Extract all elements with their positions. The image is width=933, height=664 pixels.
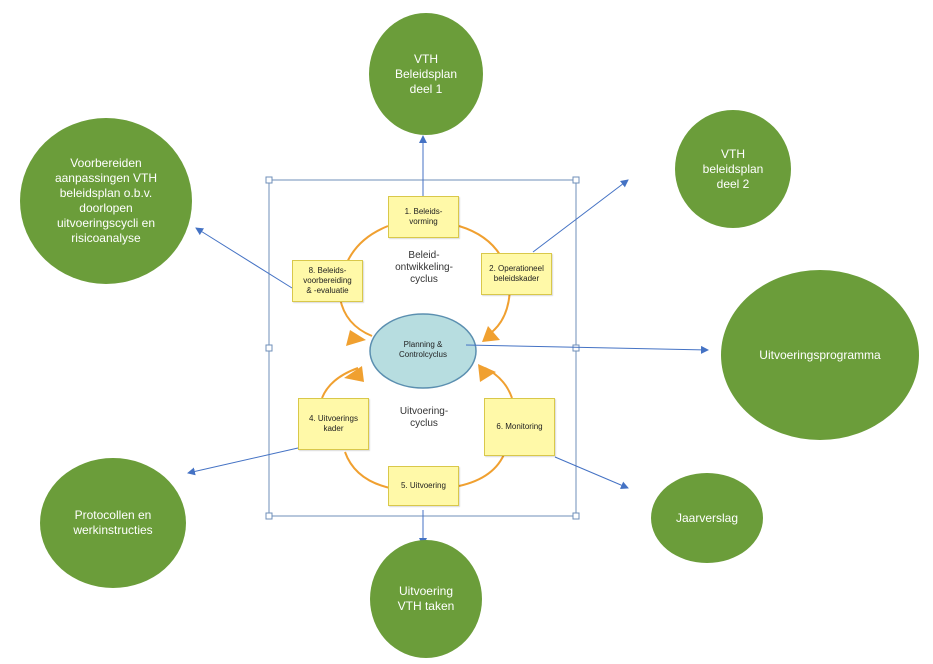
upper-cycle-label: Beleid- ontwikkeling- cyclus xyxy=(395,250,453,285)
cycle-arrowhead-ul xyxy=(346,330,366,346)
output-uitvoeringsprogramma: Uitvoeringsprogramma xyxy=(721,270,919,440)
arrow-to-right xyxy=(465,344,709,354)
planning-control-ellipse xyxy=(369,313,477,389)
output-vth-beleidsplan-deel-1: VTH Beleidsplan deel 1 xyxy=(369,13,483,135)
step-beleidsvorming: 1. Beleids- vorming xyxy=(388,196,459,238)
arrow-to-top-left xyxy=(195,227,293,289)
step-uitvoeringskader: 4. Uitvoerings kader xyxy=(298,398,369,450)
output-voorbereiden-aanpassingen: Voorbereiden aanpassingen VTH beleidspla… xyxy=(20,118,192,284)
frame-handle-r xyxy=(572,344,580,352)
output-uitvoering-vth-taken: Uitvoering VTH taken xyxy=(370,540,482,658)
lower-cycle-arc-right xyxy=(458,451,506,487)
cycle-arrowhead-ur xyxy=(482,326,500,342)
cycle-arrowhead-lr xyxy=(478,364,496,382)
lower-cycle-arc-left xyxy=(344,451,391,489)
frame-handle-l xyxy=(265,344,273,352)
frame-handle-tr xyxy=(572,176,580,184)
arrow-to-top-right xyxy=(532,179,629,253)
step-uitvoering: 5. Uitvoering xyxy=(388,466,459,506)
output-protocollen-werkinstructies: Protocollen en werkinstructies xyxy=(40,458,186,588)
cycle-arrowhead-ll xyxy=(344,366,364,382)
lower-cycle-label: Uitvoering- cyclus xyxy=(399,406,449,429)
frame-handle-bl xyxy=(265,512,273,520)
step-operationeel-beleidskader: 2. Operationeel beleidskader xyxy=(481,253,552,295)
frame-handle-br xyxy=(572,512,580,520)
lower-cycle-arc-left-top xyxy=(321,367,359,399)
arrow-to-bottom-left xyxy=(187,447,299,476)
arrow-to-bottom-right xyxy=(554,456,629,489)
output-vth-beleidsplan-deel-2: VTH beleidsplan deel 2 xyxy=(675,110,791,228)
output-jaarverslag: Jaarverslag xyxy=(651,473,763,563)
step-monitoring: 6. Monitoring xyxy=(484,398,555,456)
planning-control-label: Planning & Controlcyclus xyxy=(398,340,447,359)
frame-handle-tl xyxy=(265,176,273,184)
step-beleidsvoorbereiding-evaluatie: 8. Beleids- voorbereiding & -evaluatie xyxy=(292,260,363,302)
